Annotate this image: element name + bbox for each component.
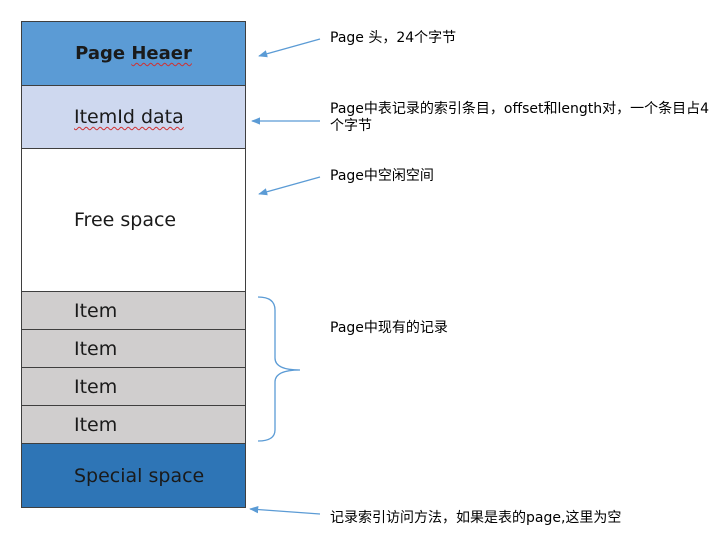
itemid-data-block: ItemId data (21, 85, 246, 149)
arrow-free (258, 176, 321, 196)
item-block-2: Item (21, 329, 246, 368)
page-header-label-word: Heaer (131, 43, 192, 64)
note-free-space: Page中空闲空间 (330, 168, 434, 184)
note-items: Page中现有的记录 (330, 320, 448, 336)
note-page-header: Page 头，24个字节 (330, 30, 457, 46)
item-block-4: Item (21, 405, 246, 444)
item-label-3: Item (74, 375, 118, 398)
item-label-4: Item (74, 413, 118, 436)
page-header-label: Page Heaer (75, 43, 192, 64)
arrow-header (258, 38, 321, 58)
note-special-space: 记录索引访问方法，如果是表的page,这里为空 (330, 510, 622, 526)
itemid-data-label: ItemId data (74, 106, 184, 128)
item-label-2: Item (74, 337, 118, 360)
brace-items (257, 296, 301, 442)
free-space-label: Free space (74, 209, 177, 231)
arrow-special (249, 505, 321, 515)
item-block-1: Item (21, 291, 246, 330)
item-block-3: Item (21, 367, 246, 406)
note-itemid-data: Page中表记录的索引条目，offset和length对，一个条目占4个字节 (330, 101, 710, 134)
special-space-block: Special space (21, 443, 246, 508)
special-space-label: Special space (74, 464, 205, 487)
item-label-1: Item (74, 299, 118, 322)
page-header-block: Page Heaer (21, 21, 246, 86)
